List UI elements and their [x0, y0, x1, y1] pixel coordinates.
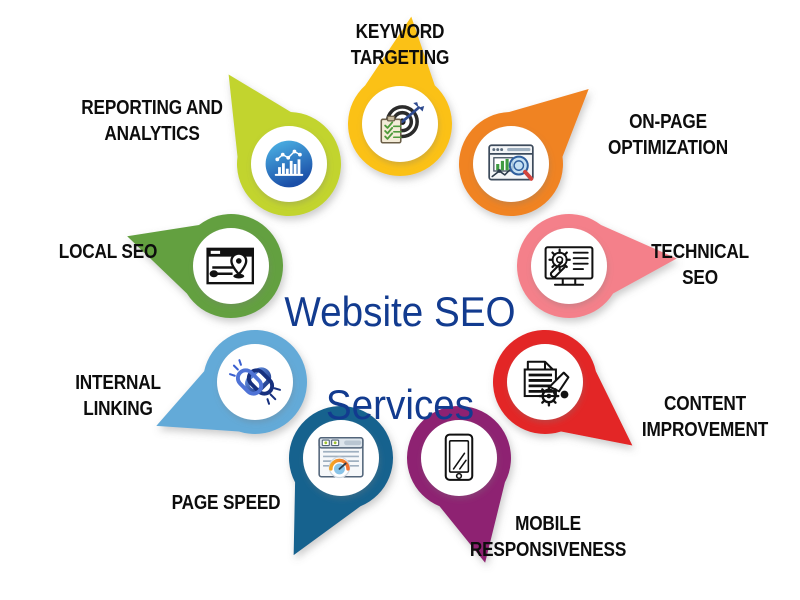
analytics-bar-chart-icon	[265, 140, 313, 188]
documents-pencil-gear-icon	[523, 360, 570, 407]
segment-reporting-and-analytics[interactable]	[228, 74, 341, 216]
browser-speedometer-icon	[318, 436, 364, 479]
center-title: Website SEO Services	[267, 243, 534, 474]
segment-ring-internal-linking[interactable]	[156, 330, 308, 434]
segment-ring-content-improvement[interactable]	[492, 330, 633, 446]
segment-internal-linking[interactable]	[156, 330, 308, 434]
segment-ring-keyword-targeting[interactable]	[348, 16, 453, 177]
label-page-speed: PAGE SPEED	[171, 492, 281, 514]
segment-mobile-responsiveness[interactable]	[407, 406, 511, 563]
chain-link-icon	[229, 359, 281, 405]
target-clipboard-icon	[380, 102, 425, 144]
label-keyword-targeting: KEYWORD TARGETING	[350, 21, 450, 69]
label-local-seo: LOCAL SEO	[58, 241, 158, 263]
segment-ring-technical-seo[interactable]	[517, 214, 677, 318]
segment-local-seo[interactable]	[127, 214, 283, 318]
icon-disc-mobile-responsiveness	[421, 420, 497, 496]
segment-page-speed[interactable]	[289, 406, 394, 556]
segment-ring-reporting-and-analytics[interactable]	[228, 74, 341, 216]
segment-on-page-optimization[interactable]	[459, 88, 589, 216]
segment-ring-page-speed[interactable]	[289, 406, 394, 556]
segment-technical-seo[interactable]	[517, 214, 677, 318]
center-title-line-1: Website SEO	[284, 288, 516, 336]
segment-icon-disc-internal-linking[interactable]	[217, 344, 293, 420]
segment-icon-disc-mobile-responsiveness[interactable]	[421, 420, 497, 496]
segment-ring-local-seo[interactable]	[127, 214, 283, 318]
center-title-line-2: Services	[325, 380, 475, 428]
label-internal-linking: INTERNAL LINKING	[75, 372, 161, 420]
segment-keyword-targeting[interactable]	[348, 16, 453, 177]
browser-chart-magnifier-icon	[488, 144, 534, 181]
segment-content-improvement[interactable]	[492, 330, 633, 446]
label-content-improvement: CONTENT IMPROVEMENT	[641, 393, 769, 441]
label-technical-seo: TECHNICAL SEO	[651, 241, 749, 289]
monitor-wrench-gear-icon	[544, 246, 594, 286]
smartphone-icon	[444, 433, 474, 481]
segment-ring-on-page-optimization[interactable]	[459, 88, 589, 216]
map-location-pin-icon	[206, 247, 255, 285]
segment-ring-mobile-responsiveness[interactable]	[407, 406, 511, 563]
label-on-page-optimization: ON-PAGE OPTIMIZATION	[608, 111, 728, 159]
icon-disc-internal-linking	[217, 344, 293, 420]
label-mobile-responsiveness: MOBILE RESPONSIVENESS	[469, 513, 627, 561]
label-reporting-and-analytics: REPORTING AND ANALYTICS	[81, 97, 223, 145]
